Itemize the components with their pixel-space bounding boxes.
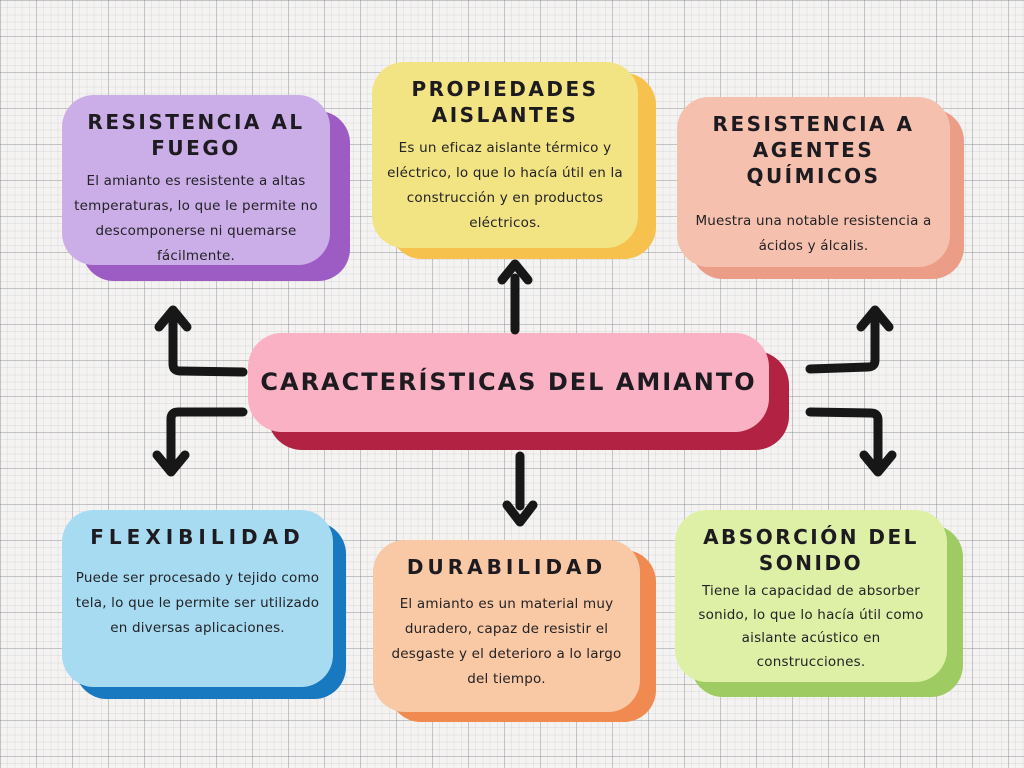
node-durabilidad: DURABILIDAD El amianto es un material mu… [373, 540, 656, 722]
node-body: Es un eficaz aislante térmico y eléctric… [387, 140, 623, 231]
node-resistencia-al-fuego: RESISTENCIA AL FUEGO El amianto es resis… [62, 95, 350, 281]
node-body: Puede ser procesado y tejido como tela, … [75, 570, 320, 636]
card-face: CARACTERÍSTICAS DEL AMIANTO [248, 333, 769, 432]
card-face: RESISTENCIA A AGENTES QUÍMICOS Muestra u… [677, 97, 950, 267]
arrow-to-flexibilidad-icon [152, 407, 248, 477]
node-title: RESISTENCIA A AGENTES QUÍMICOS [712, 112, 915, 188]
card-face: ABSORCIÓN DEL SONIDO Tiene la capacidad … [675, 510, 947, 682]
node-body: El amianto es un material muy duradero, … [391, 596, 622, 687]
arrow-to-propiedades-aislantes-icon [497, 259, 533, 335]
card-face: DURABILIDAD El amianto es un material mu… [373, 540, 640, 712]
node-title: RESISTENCIA AL FUEGO [87, 110, 305, 160]
node-resistencia-agentes-quimicos: RESISTENCIA A AGENTES QUÍMICOS Muestra u… [677, 97, 964, 279]
node-body: Muestra una notable resistencia a ácidos… [695, 213, 932, 254]
node-title: PROPIEDADES AISLANTES [411, 77, 599, 127]
arrow-to-agentes-quimicos-icon [805, 305, 894, 374]
center-node-caracteristicas: CARACTERÍSTICAS DEL AMIANTO [248, 333, 789, 450]
node-title: FLEXIBILIDAD [90, 525, 305, 549]
node-title: DURABILIDAD [406, 555, 607, 579]
arrow-to-absorcion-sonido-icon [805, 407, 897, 477]
arrow-to-resistencia-al-fuego-icon [154, 305, 248, 377]
node-body: Tiene la capacidad de absorber sonido, l… [698, 583, 924, 670]
card-face: FLEXIBILIDAD Puede ser procesado y tejid… [62, 510, 333, 687]
node-title: ABSORCIÓN DEL SONIDO [703, 525, 919, 575]
node-flexibilidad: FLEXIBILIDAD Puede ser procesado y tejid… [62, 510, 346, 699]
arrow-to-durabilidad-icon [502, 451, 538, 527]
card-face: RESISTENCIA AL FUEGO El amianto es resis… [62, 95, 330, 265]
node-propiedades-aislantes: PROPIEDADES AISLANTES Es un eficaz aisla… [372, 62, 656, 259]
card-face: PROPIEDADES AISLANTES Es un eficaz aisla… [372, 62, 638, 248]
diagram-title: CARACTERÍSTICAS DEL AMIANTO [260, 367, 757, 396]
node-absorcion-del-sonido: ABSORCIÓN DEL SONIDO Tiene la capacidad … [675, 510, 963, 697]
node-body: El amianto es resistente a altas tempera… [74, 173, 318, 264]
